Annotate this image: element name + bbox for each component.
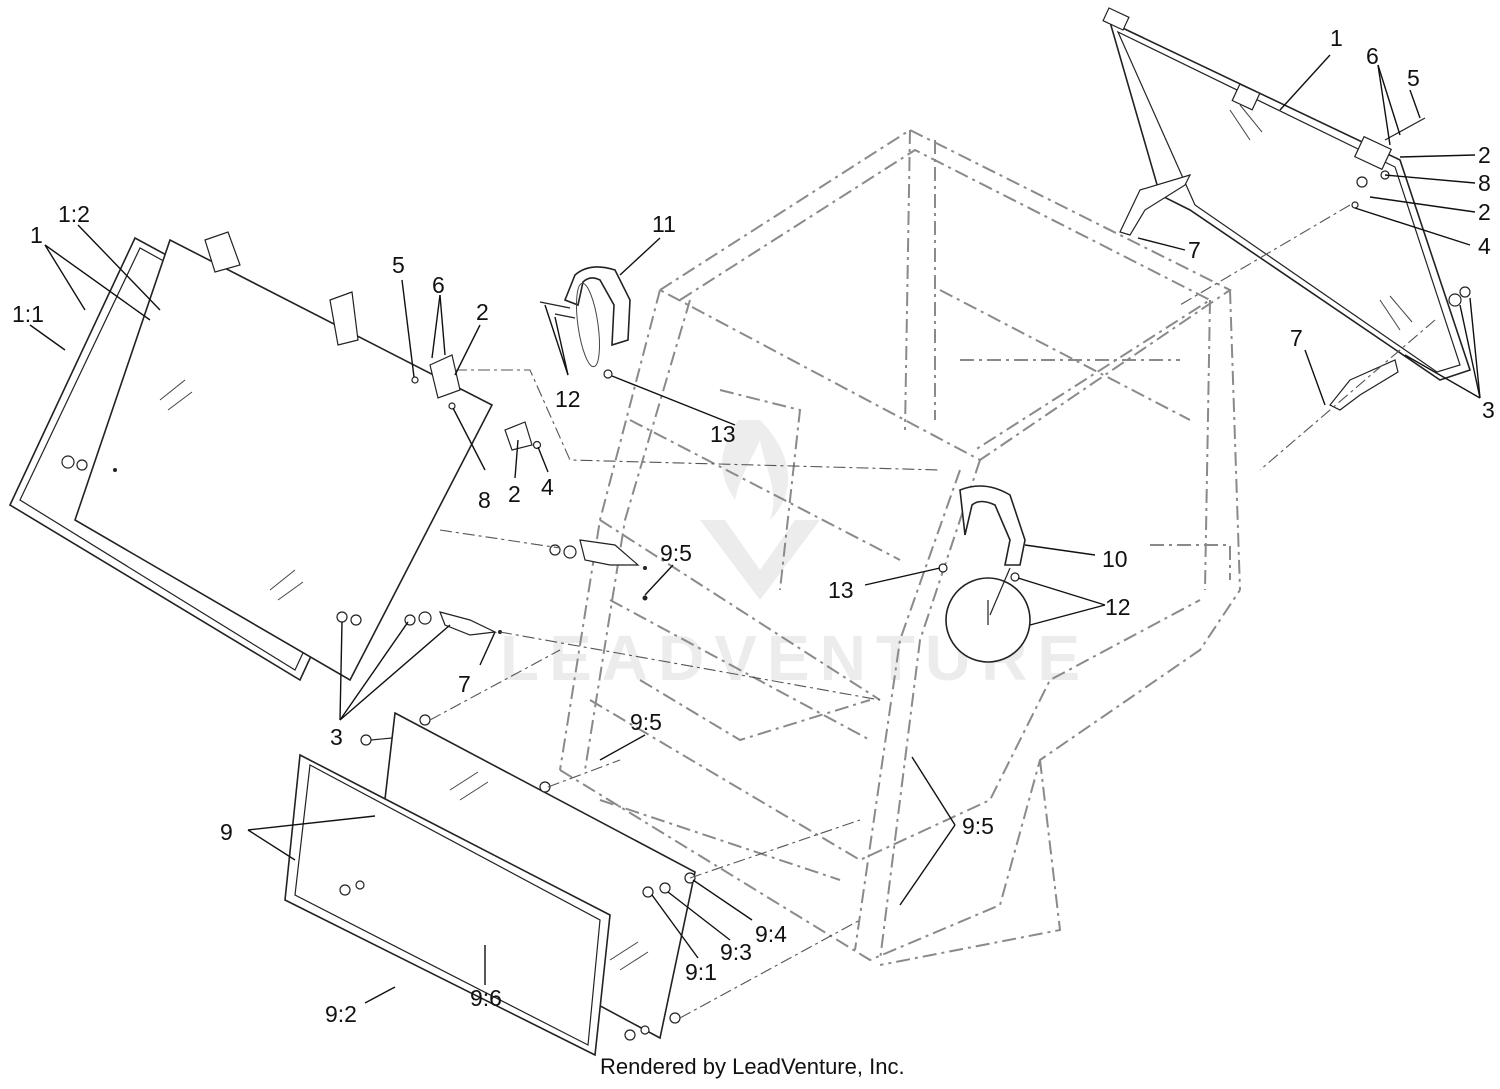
callout-rear-window-4: 4 [1478, 233, 1491, 259]
callout-rear-window-2b: 2 [1478, 199, 1491, 225]
callout-rear-window-6: 6 [1366, 43, 1379, 69]
callout-rear-window-5: 5 [1407, 65, 1420, 91]
watermark-logo [700, 420, 820, 600]
callout-labels: 1 6 5 2 8 2 4 7 7 3 1 1:2 1:1 5 6 2 8 2 … [12, 25, 1495, 1027]
callout-rear-window-2a: 2 [1478, 142, 1491, 168]
cab-frame [559, 128, 1241, 966]
callout-lower-window-9-2: 9:2 [325, 1001, 357, 1027]
callout-handle-11: 11 [652, 211, 676, 237]
callout-front-window-7: 7 [458, 671, 471, 697]
front-window-assembly-line [455, 369, 941, 471]
mirror [938, 485, 1031, 663]
callout-rear-window-1: 1 [1330, 25, 1343, 51]
callout-bolt-9-5a: 9:5 [660, 540, 692, 566]
callout-front-window-1: 1 [30, 222, 43, 248]
grab-handle [539, 266, 631, 379]
callout-bolt-9-5c: 9:5 [962, 813, 994, 839]
callout-front-window-1-1: 1:1 [12, 301, 44, 327]
callout-lower-window-9-4: 9:4 [755, 921, 787, 947]
callout-bolt-9-5b: 9:5 [630, 709, 662, 735]
callout-rear-window-7a: 7 [1188, 237, 1201, 263]
front-window-glass [61, 238, 494, 682]
leader-lines [29, 54, 1481, 1004]
callout-front-window-3: 3 [330, 724, 343, 750]
callout-mirror-12: 12 [1105, 594, 1131, 620]
callout-front-window-8: 8 [478, 487, 491, 513]
callout-nut-13b: 13 [828, 577, 854, 603]
callout-rear-window-7b: 7 [1290, 325, 1303, 351]
rear-window-assembly-line [1179, 204, 1436, 471]
callout-front-window-4: 4 [541, 474, 554, 500]
rear-window-hinge [1102, 7, 1261, 111]
callout-front-window-5: 5 [392, 252, 405, 278]
door-strut-line [439, 529, 881, 701]
front-window-hinges [204, 231, 461, 410]
callout-mirror-10: 10 [1102, 546, 1128, 572]
lower-window-seal [284, 753, 611, 1057]
lower-window-assembly-line [429, 649, 861, 1019]
rear-window-strut-left [1119, 174, 1192, 236]
lower-window-hardware [339, 714, 696, 1041]
callout-front-window-1-2: 1:2 [58, 201, 90, 227]
front-window-latch [504, 421, 542, 451]
callout-front-window-2a: 2 [476, 299, 489, 325]
callout-lower-window-9-6: 9:6 [470, 985, 502, 1011]
callout-lower-window-9-1: 9:1 [685, 959, 717, 985]
door-strut-upper [549, 539, 648, 601]
callout-front-window-2b: 2 [508, 481, 521, 507]
callout-front-window-6: 6 [432, 272, 445, 298]
callout-handle-12: 12 [555, 386, 581, 412]
callout-lower-window-9: 9 [220, 819, 233, 845]
callout-rear-window-3: 3 [1482, 397, 1495, 423]
callout-nut-13a: 13 [710, 421, 736, 447]
callout-rear-window-8: 8 [1478, 170, 1491, 196]
door-strut-lower [336, 611, 502, 636]
rear-window-latch [1351, 117, 1426, 209]
rear-window-strut-right [1329, 286, 1471, 411]
callout-lower-window-9-3: 9:3 [720, 939, 752, 965]
rendered-by-credit: Rendered by LeadVenture, Inc. [600, 1054, 905, 1079]
